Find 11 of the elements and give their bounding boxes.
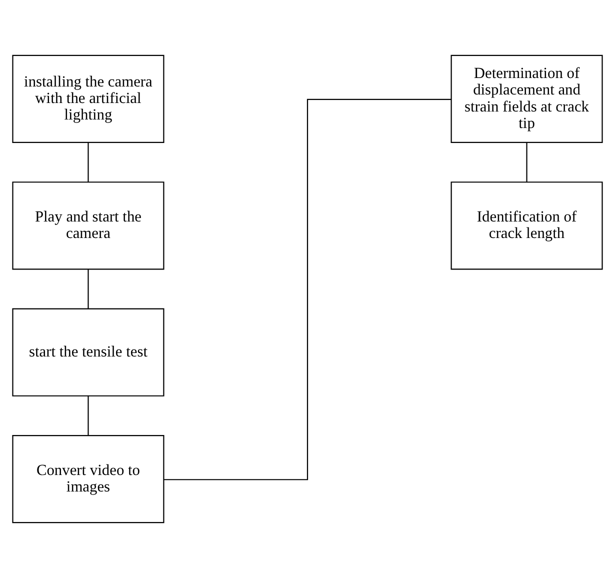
node-box: Identification of crack length	[450, 181, 603, 270]
connector	[164, 98, 451, 480]
connector	[88, 395, 89, 435]
node-box: start the tensile test	[12, 308, 164, 396]
connector	[526, 142, 528, 182]
node-box: Convert video to images	[12, 434, 164, 523]
node-box: installing the camera with the artificial lighting	[12, 54, 164, 142]
connector	[88, 268, 89, 308]
node-box: Play and start the camera	[12, 181, 164, 270]
connector	[88, 142, 89, 182]
node-box: Determination of displacement and strain fields at crack tip	[450, 54, 603, 142]
